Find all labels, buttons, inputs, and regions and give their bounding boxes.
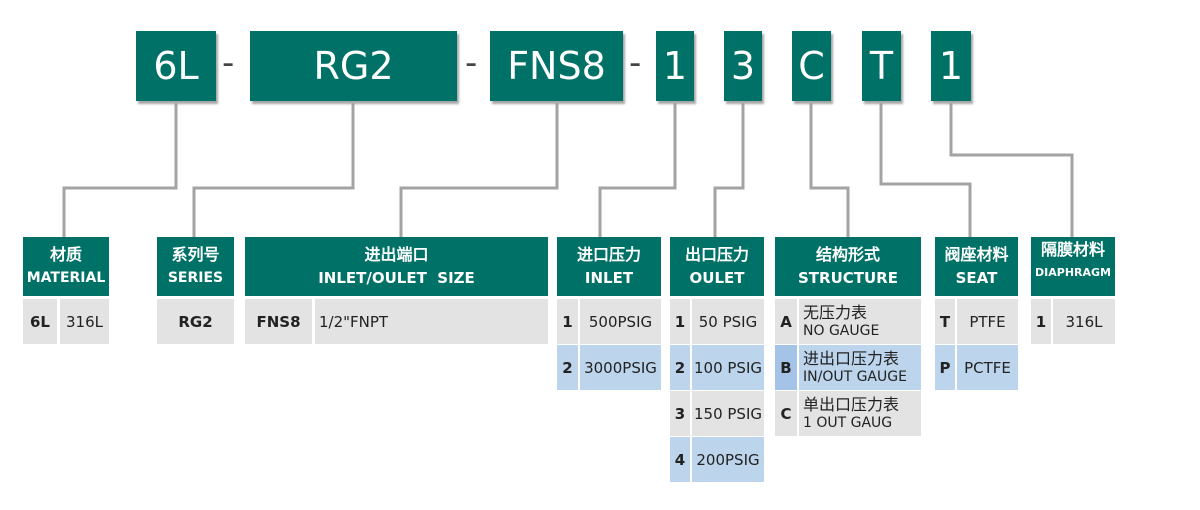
header-diaphragm-en: DIAPHRAGM: [1035, 266, 1111, 279]
seat-option-code: T: [935, 299, 955, 344]
structure-option-cn: 单出口压力表: [803, 394, 900, 414]
header-series-cn: 系列号: [171, 245, 220, 264]
outlet-option-desc: 150 PSIG: [692, 391, 764, 436]
structure-option-cn: 无压力表: [803, 302, 868, 322]
code-box-series: RG2: [250, 31, 457, 101]
header-inlet-en: INLET: [584, 269, 634, 287]
outlet-option-desc: 100 PSIG: [692, 345, 764, 390]
size-option-code: FNS8: [245, 299, 312, 344]
connector-series: [192, 103, 355, 237]
inlet-option-desc: 500PSIG: [580, 299, 661, 344]
structure-option-code: C: [775, 391, 797, 436]
outlet-option-code: 2: [670, 345, 690, 390]
seat-option-desc: PTFE: [957, 299, 1018, 344]
structure-option-en: 1 OUT GAUG: [803, 414, 893, 431]
header-material: 材质 MATERIAL: [23, 237, 109, 296]
outlet-option-code: 3: [670, 391, 690, 436]
header-structure-en: STRUCTURE: [798, 269, 898, 287]
header-inlet-cn: 进口压力: [576, 245, 641, 264]
structure-option-cn: 进出口压力表: [803, 348, 900, 368]
header-outlet-en: OULET: [689, 269, 745, 287]
inlet-option-code: 1: [557, 299, 578, 344]
code-box-size: FNS8: [490, 31, 623, 101]
outlet-option-code: 4: [670, 437, 690, 482]
structure-option-code: A: [775, 299, 797, 344]
header-outlet: 出口压力 OULET: [670, 237, 764, 296]
code-separator: -: [629, 43, 642, 83]
connector-size: [399, 103, 559, 237]
connector-structure: [809, 103, 850, 237]
header-structure-cn: 结构形式: [815, 245, 880, 264]
header-inlet: 进口压力 INLET: [557, 237, 661, 296]
header-series: 系列号 SERIES: [157, 237, 234, 296]
header-structure: 结构形式 STRUCTURE: [775, 237, 921, 296]
structure-option-en: NO GAUGE: [803, 322, 880, 339]
header-size: 进出端口 INLET/OULET SIZE: [245, 237, 548, 296]
code-box-material: 6L: [136, 31, 216, 101]
connector-inlet: [598, 103, 677, 237]
header-outlet-cn: 出口压力: [684, 245, 749, 264]
code-box-inlet: 1: [656, 31, 694, 101]
header-series-en: SERIES: [167, 270, 224, 286]
code-box-outlet: 3: [724, 31, 762, 101]
seat-option-code: P: [935, 345, 955, 390]
code-box-diaphragm: 1: [931, 31, 971, 101]
size-option-desc: 1/2"FNPT: [315, 299, 548, 344]
connector-material: [62, 103, 178, 237]
outlet-option-desc: 200PSIG: [692, 437, 764, 482]
connector-diaphragm: [949, 103, 1074, 237]
header-seat-en: SEAT: [955, 269, 998, 287]
material-option-code: 6L: [23, 299, 57, 344]
code-box-seat: T: [862, 31, 901, 101]
structure-option-desc: 进出口压力表 IN/OUT GAUGE: [799, 345, 921, 390]
inlet-option-desc: 3000PSIG: [580, 345, 661, 390]
connector-outlet: [713, 103, 745, 237]
inlet-option-code: 2: [557, 345, 578, 390]
outlet-option-code: 1: [670, 299, 690, 344]
header-diaphragm: 隔膜材料 DIAPHRAGM: [1031, 237, 1115, 296]
diaphragm-option-code: 1: [1031, 299, 1051, 344]
code-separator: -: [222, 43, 235, 83]
connector-seat: [879, 103, 972, 237]
header-size-cn: 进出端口: [364, 245, 429, 264]
outlet-option-desc: 50 PSIG: [692, 299, 764, 344]
series-option-code: RG2: [157, 299, 234, 344]
header-size-en: INLET/OULET SIZE: [318, 269, 475, 287]
seat-option-desc: PCTFE: [957, 345, 1018, 390]
header-material-cn: 材质: [49, 245, 82, 264]
structure-option-desc: 单出口压力表 1 OUT GAUG: [799, 391, 921, 436]
structure-option-en: IN/OUT GAUGE: [803, 368, 907, 385]
header-diaphragm-cn: 隔膜材料: [1040, 240, 1105, 259]
material-option-desc: 316L: [60, 299, 109, 344]
structure-option-desc: 无压力表 NO GAUGE: [799, 299, 921, 344]
header-seat-cn: 阀座材料: [944, 245, 1009, 264]
code-box-structure: C: [792, 31, 831, 101]
diaphragm-option-desc: 316L: [1053, 299, 1115, 344]
code-separator: -: [465, 43, 478, 83]
structure-option-code: B: [775, 345, 797, 390]
header-seat: 阀座材料 SEAT: [935, 237, 1018, 296]
header-material-en: MATERIAL: [26, 270, 106, 286]
